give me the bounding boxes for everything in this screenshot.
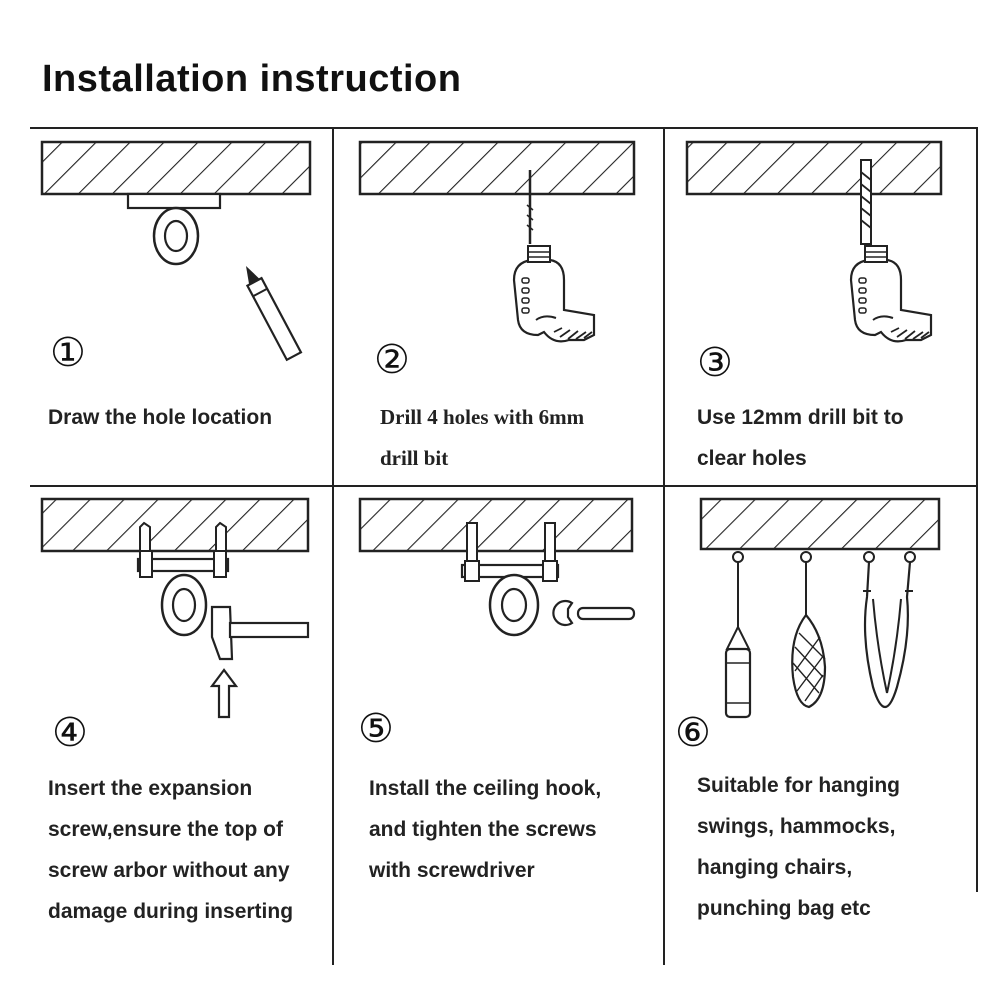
step-5-caption-line: with screwdriver xyxy=(369,859,535,882)
step-5-caption: Install the ceiling hook, and tighten th… xyxy=(369,768,601,891)
step-6-number: ⑥ xyxy=(675,710,711,756)
swing-icon xyxy=(863,561,913,709)
drill-bit-icon xyxy=(860,159,872,245)
ceiling-hook-icon xyxy=(160,573,208,637)
ceiling-hook-icon xyxy=(126,192,222,266)
step-1-panel: ① Draw the hole location xyxy=(0,0,332,485)
step-2-caption-line: Drill 4 holes with 6mm xyxy=(380,405,585,429)
step-4-number: ④ xyxy=(52,710,88,756)
step-1-caption: Draw the hole location xyxy=(48,397,272,438)
step-2-caption: Drill 4 holes with 6mm drill bit xyxy=(380,397,584,479)
step-2-caption-line: drill bit xyxy=(380,446,449,470)
ceiling-hook-icon xyxy=(488,573,540,637)
step-4-caption-line: screw,ensure the top of xyxy=(48,818,283,841)
step-2-number: ② xyxy=(374,337,410,383)
step-2-illustration xyxy=(358,140,636,343)
step-3-illustration xyxy=(685,140,943,343)
step-2-panel: ② Drill 4 holes with 6mm drill bit xyxy=(334,0,663,485)
right-border xyxy=(976,127,978,892)
step-5-number: ⑤ xyxy=(358,706,394,752)
middle-divider xyxy=(30,485,978,487)
expansion-screw-icon xyxy=(136,521,230,578)
step-1-caption-line: Draw the hole location xyxy=(48,406,273,429)
electric-drill-icon xyxy=(849,244,933,343)
step-6-illustration xyxy=(699,497,941,719)
hammer-icon xyxy=(210,605,310,661)
step-4-caption-line: damage during inserting xyxy=(48,900,294,923)
wrench-icon xyxy=(552,599,636,627)
column-divider-1 xyxy=(332,127,334,965)
electric-drill-icon xyxy=(512,244,596,343)
ceiling-hatch-icon xyxy=(40,140,312,196)
step-1-number: ① xyxy=(50,330,86,376)
step-3-panel: ③ Use 12mm drill bit to clear holes xyxy=(665,0,976,485)
step-6-caption: Suitable for hanging swings, hammocks, h… xyxy=(697,765,900,929)
ceiling-hatch-icon xyxy=(358,497,634,553)
step-6-caption-line: Suitable for hanging xyxy=(697,774,900,797)
step-3-caption-line: clear holes xyxy=(697,447,807,470)
step-6-panel: ⑥ Suitable for hanging swings, hammocks,… xyxy=(665,487,976,965)
ceiling-hatch-icon xyxy=(40,497,310,553)
up-arrow-icon xyxy=(209,668,239,719)
ceiling-hatch-icon xyxy=(685,140,943,196)
expansion-screw-icon xyxy=(460,522,560,582)
top-divider xyxy=(30,127,978,129)
step-6-caption-line: hanging chairs, xyxy=(697,856,853,879)
step-4-illustration xyxy=(40,497,310,719)
pencil-icon xyxy=(245,266,303,362)
step-5-illustration xyxy=(358,497,636,637)
step-6-caption-line: punching bag etc xyxy=(697,897,871,920)
step-4-caption-line: Insert the expansion xyxy=(48,777,253,800)
drill-bit-icon xyxy=(526,170,534,244)
step-5-caption-line: and tighten the screws xyxy=(369,818,597,841)
step-5-caption-line: Install the ceiling hook, xyxy=(369,777,602,800)
step-6-caption-line: swings, hammocks, xyxy=(697,815,896,838)
step-5-panel: ⑤ Install the ceiling hook, and tighten … xyxy=(334,487,663,965)
ceiling-hatch-icon xyxy=(699,497,941,551)
hanging-chair-icon xyxy=(791,562,827,709)
step-4-caption-line: screw arbor without any xyxy=(48,859,290,882)
step-3-caption: Use 12mm drill bit to clear holes xyxy=(697,397,904,479)
punching-bag-icon xyxy=(724,562,752,719)
column-divider-2 xyxy=(663,127,665,965)
step-1-illustration xyxy=(40,140,312,362)
step-4-caption: Insert the expansion screw,ensure the to… xyxy=(48,768,293,932)
step-3-number: ③ xyxy=(697,340,733,386)
step-3-caption-line: Use 12mm drill bit to xyxy=(697,406,904,429)
ceiling-hatch-icon xyxy=(358,140,636,196)
page-title: Installation instruction xyxy=(42,58,462,100)
step-4-panel: ④ Insert the expansion screw,ensure the … xyxy=(0,487,332,965)
